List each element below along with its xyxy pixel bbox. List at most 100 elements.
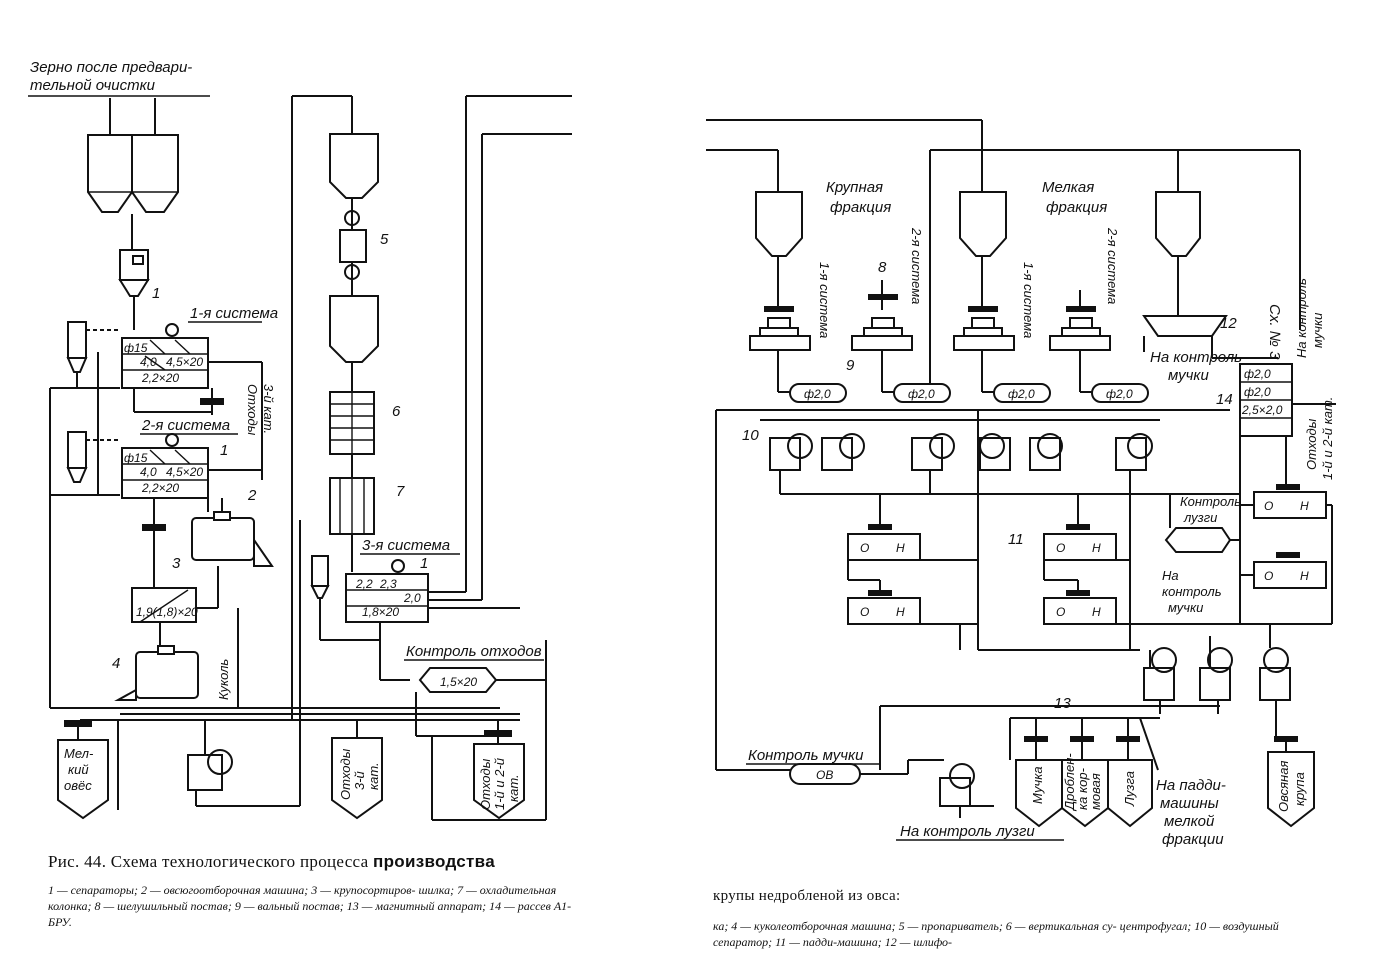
fine-fraction-l2: фракция	[1046, 199, 1107, 216]
sieve-d: ф2,0	[1106, 387, 1133, 401]
caption-title-prefix: Рис. 44. Схема технологического процесса	[48, 852, 369, 871]
to-control-dust-m2: контроль	[1162, 584, 1222, 599]
waste12-r2: 1-й и 2-й кат.	[1320, 397, 1335, 480]
bin-crushed: Дроблен- ка кор- мовая	[1061, 753, 1109, 828]
paddy-5: О Н	[1253, 484, 1327, 519]
label-num-11: 11	[1008, 531, 1024, 548]
label-num-13: 13	[1054, 695, 1071, 712]
sep2-sieve-b: 4,0	[140, 465, 157, 479]
label-num-2: 2	[247, 487, 257, 504]
kukol-label: Куколь	[216, 659, 231, 700]
paddy-1-O: О	[860, 541, 869, 555]
cooling-column-7	[329, 477, 375, 535]
figure-caption-title: Рис. 44. Схема технологического процесса…	[48, 852, 495, 872]
control-dust-label: Контроль мучки	[748, 747, 864, 764]
paddy-4: О Н	[1043, 590, 1117, 625]
bin-small-oats: Мел- кий овёс	[57, 739, 109, 820]
paddy-4-O: О	[1056, 605, 1065, 619]
sieve-a: ф2,0	[804, 387, 831, 401]
bin-waste12-l2: 1-й и 2-й	[492, 758, 507, 810]
paddy-2: О Н	[847, 590, 921, 625]
coarse-fraction-l1: Крупная	[826, 179, 883, 196]
grain-input-label-2: тельной очистки	[30, 77, 156, 94]
grain-input-label-1: Зерно после предвари-	[30, 59, 192, 76]
coarse-fraction-l2: фракция	[830, 199, 891, 216]
paddy-4-H: Н	[1092, 605, 1101, 619]
paddy-2-O: О	[860, 605, 869, 619]
to-control-dust-m3: мучки	[1168, 600, 1203, 615]
sorter-sieve: 1,9(1,8)×20	[136, 605, 198, 619]
waste3-label-1: Отходы	[245, 384, 260, 436]
r-system2-b: 2-я система	[1105, 227, 1120, 304]
caption-title-bold: производства	[373, 852, 495, 871]
label-num-1c: 1	[420, 555, 428, 572]
system2-label: 2-я система	[141, 417, 230, 434]
scheme-no: Сх. № 3	[1266, 304, 1283, 360]
steamer-bin	[329, 133, 379, 199]
huller-3	[953, 256, 1015, 351]
to-control-husk-label: На контроль лузги	[900, 823, 1035, 840]
bin-fine	[959, 191, 1007, 257]
separator-3: 2,2 2,3 2,0 1,8×20	[345, 573, 429, 623]
bin-crushed-l1: Дроблен-	[1062, 753, 1077, 812]
to-paddy-l1: На падди-	[1156, 777, 1226, 794]
label-num-10: 10	[742, 427, 759, 444]
air-separators	[769, 433, 1153, 471]
paddy-6-H: Н	[1300, 569, 1309, 583]
fine-fraction-l1: Мелкая	[1042, 179, 1094, 196]
sieve-b: ф2,0	[908, 387, 935, 401]
to-paddy-l4: фракции	[1162, 831, 1224, 848]
bin-waste3: Отходы 3-й кат.	[331, 737, 383, 820]
sep3-sieve-c: 2,0	[403, 591, 421, 605]
bin-waste12-l1: Отходы	[478, 758, 493, 810]
aspirator-row: ф2,0 ф2,0 ф2,0 ф2,0	[789, 383, 1149, 403]
bin-groats-l2: крупа	[1292, 772, 1307, 806]
control-waste-label: Контроль отходов	[406, 643, 542, 660]
label-num-4: 4	[112, 655, 120, 672]
bin-waste3-l3: кат.	[366, 762, 381, 790]
sep2-sieve-d: 2,2×20	[141, 481, 179, 495]
r-system1-a: 1-я система	[817, 262, 832, 338]
sep3-sieve-a: 2,2	[355, 577, 373, 591]
bin-dust: Мучка	[1015, 759, 1063, 828]
bin-crushed-l2: ка кор-	[1075, 767, 1090, 810]
bin-right	[1155, 191, 1201, 257]
paddy-6: О Н	[1253, 552, 1327, 589]
separator-2: ф15 4,0 4,5×20 2,2×20	[121, 447, 209, 499]
bin-waste3-l1: Отходы	[338, 748, 353, 800]
sifter-sieve-c: 2,5×2,0	[1241, 403, 1283, 417]
sep3-sieve-b: 2,3	[379, 577, 397, 591]
right-scheme: Крупная фракция Мелкая фракция 8 1-я сис…	[706, 119, 1336, 848]
label-num-6: 6	[392, 403, 401, 420]
bin-groats: Овсяная крупа	[1267, 751, 1315, 828]
ov-label: ОВ	[816, 768, 833, 782]
polisher-12	[1142, 315, 1228, 337]
bin-dust-label: Мучка	[1030, 766, 1045, 804]
left-scheme: Зерно после предвари- тельной очистки 1 …	[28, 59, 572, 821]
to-control-dust-l2: мучки	[1168, 367, 1209, 384]
paddy-3: О Н	[1043, 524, 1117, 561]
paddy-3-O: О	[1056, 541, 1065, 555]
bin-crushed-l3: мовая	[1088, 773, 1103, 810]
caption-legend-right: ка; 4 — куколеотборочная машина; 5 — про…	[713, 919, 1279, 949]
huller-2	[851, 280, 913, 351]
r-system1-b: 1-я система	[1021, 262, 1036, 338]
separator-1: ф15 4,0 4,5×20 2,2×20	[121, 337, 209, 389]
cockle-separator-4	[114, 645, 199, 701]
paddy-1: О Н	[847, 524, 921, 561]
control-waste-sieve: 1,5×20	[440, 675, 477, 689]
bottom-aspirators	[1143, 647, 1291, 701]
receiving-bins	[87, 134, 179, 213]
paddy-2-H: Н	[896, 605, 905, 619]
bin-husk: Лузга	[1107, 759, 1153, 828]
label-num-1a: 1	[152, 285, 160, 302]
sieve-c: ф2,0	[1008, 387, 1035, 401]
bin-coarse	[755, 191, 803, 257]
sep1-sieve-d: 2,2×20	[141, 371, 179, 385]
dryer-6	[329, 391, 375, 455]
sep1-sieve-b: 4,0	[140, 355, 157, 369]
label-num-14: 14	[1216, 391, 1233, 408]
grain-sorter-3: 1,9(1,8)×20	[131, 587, 198, 623]
sep1-sieve-c: 4,5×20	[166, 355, 203, 369]
